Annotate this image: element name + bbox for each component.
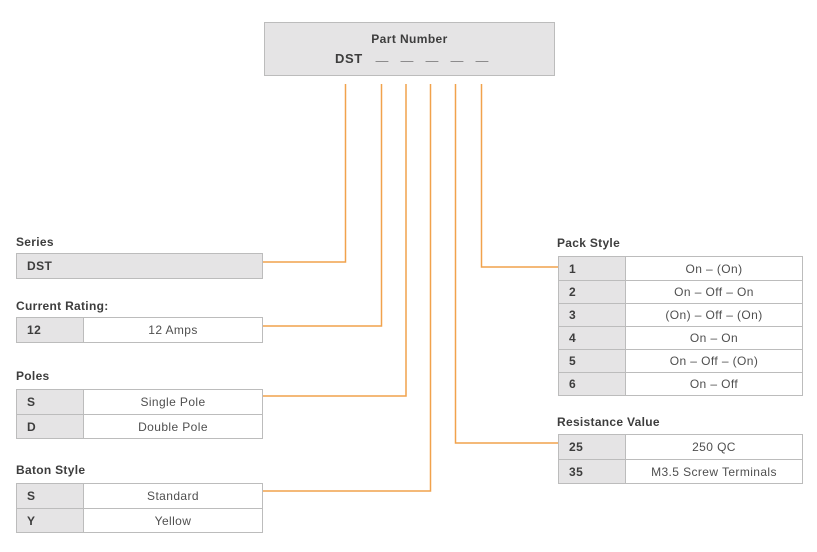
poles-table: S Single Pole D Double Pole bbox=[16, 389, 263, 439]
table-row: 5 On – Off – (On) bbox=[559, 349, 802, 372]
code-cell: D bbox=[17, 415, 84, 438]
code-cell: Y bbox=[17, 509, 84, 532]
poles-label: Poles bbox=[16, 369, 50, 383]
connector-resistance-line bbox=[454, 84, 558, 444]
code-cell: 35 bbox=[559, 460, 626, 483]
part-number-blank-1: _ bbox=[375, 47, 389, 63]
code-cell: 5 bbox=[559, 350, 626, 372]
connector-poles-line bbox=[263, 84, 407, 397]
table-row: 1 On – (On) bbox=[559, 257, 802, 280]
table-row: Y Yellow bbox=[17, 508, 262, 532]
code-cell: 12 bbox=[17, 318, 84, 342]
connector-baton-style-line bbox=[263, 84, 432, 492]
code-cell: 25 bbox=[559, 435, 626, 459]
value-cell: On – Off – (On) bbox=[669, 354, 759, 368]
part-number-blank-3: _ bbox=[425, 47, 439, 63]
value-cell: On – Off bbox=[689, 377, 739, 391]
part-number-prefix: DST bbox=[335, 51, 363, 66]
value-cell: Standard bbox=[147, 489, 199, 503]
table-row: S Standard bbox=[17, 484, 262, 508]
value-cell: On – (On) bbox=[685, 261, 743, 276]
code-cell: 2 bbox=[559, 281, 626, 303]
value-cell: (On) – Off – (On) bbox=[665, 308, 763, 322]
code-cell: 3 bbox=[559, 304, 626, 326]
part-number-blank-2: _ bbox=[400, 47, 414, 63]
series-label: Series bbox=[16, 235, 54, 249]
code-cell: 1 bbox=[559, 257, 626, 280]
resistance-value-table: 25 250 QC 35 M3.5 Screw Terminals bbox=[558, 434, 803, 484]
pack-style-label: Pack Style bbox=[557, 236, 621, 250]
table-row: D Double Pole bbox=[17, 414, 262, 438]
table-row: 4 On – On bbox=[559, 326, 802, 349]
value-cell: 12 Amps bbox=[148, 323, 198, 337]
part-number-box: Part Number DST _ _ _ _ _ bbox=[264, 22, 555, 76]
value-cell: 250 QC bbox=[692, 440, 736, 454]
table-row: 25 250 QC bbox=[559, 435, 802, 459]
connector-current-rating-line bbox=[263, 84, 383, 327]
part-number-title: Part Number bbox=[371, 32, 448, 46]
table-row: DST bbox=[17, 254, 262, 278]
code-cell: S bbox=[17, 390, 84, 414]
value-cell: M3.5 Screw Terminals bbox=[651, 464, 777, 479]
code-cell: S bbox=[17, 484, 84, 508]
series-code-cell: DST bbox=[17, 254, 262, 278]
table-row: S Single Pole bbox=[17, 390, 262, 414]
table-row: 3 (On) – Off – (On) bbox=[559, 303, 802, 326]
table-row: 2 On – Off – On bbox=[559, 280, 802, 303]
connector-pack-style-line bbox=[480, 84, 558, 268]
current-rating-label: Current Rating: bbox=[16, 299, 109, 313]
value-cell: On – Off – On bbox=[674, 285, 754, 299]
current-rating-table: 12 12 Amps bbox=[16, 317, 263, 343]
resistance-value-label: Resistance Value bbox=[557, 415, 660, 429]
table-row: 6 On – Off bbox=[559, 372, 802, 395]
baton-style-label: Baton Style bbox=[16, 463, 86, 477]
value-cell: Single Pole bbox=[140, 395, 206, 409]
value-cell: Yellow bbox=[154, 513, 192, 528]
pack-style-table: 1 On – (On) 2 On – Off – On 3 (On) – Off… bbox=[558, 256, 803, 396]
series-table: DST bbox=[16, 253, 263, 279]
part-number-blank-4: _ bbox=[450, 47, 464, 63]
baton-style-table: S Standard Y Yellow bbox=[16, 483, 263, 533]
value-cell: Double Pole bbox=[138, 419, 208, 434]
code-cell: 4 bbox=[559, 327, 626, 349]
table-row: 12 12 Amps bbox=[17, 318, 262, 342]
table-row: 35 M3.5 Screw Terminals bbox=[559, 459, 802, 483]
part-number-blank-5: _ bbox=[475, 47, 489, 63]
code-cell: 6 bbox=[559, 373, 626, 395]
value-cell: On – On bbox=[689, 331, 739, 345]
connector-series-line bbox=[263, 84, 347, 263]
